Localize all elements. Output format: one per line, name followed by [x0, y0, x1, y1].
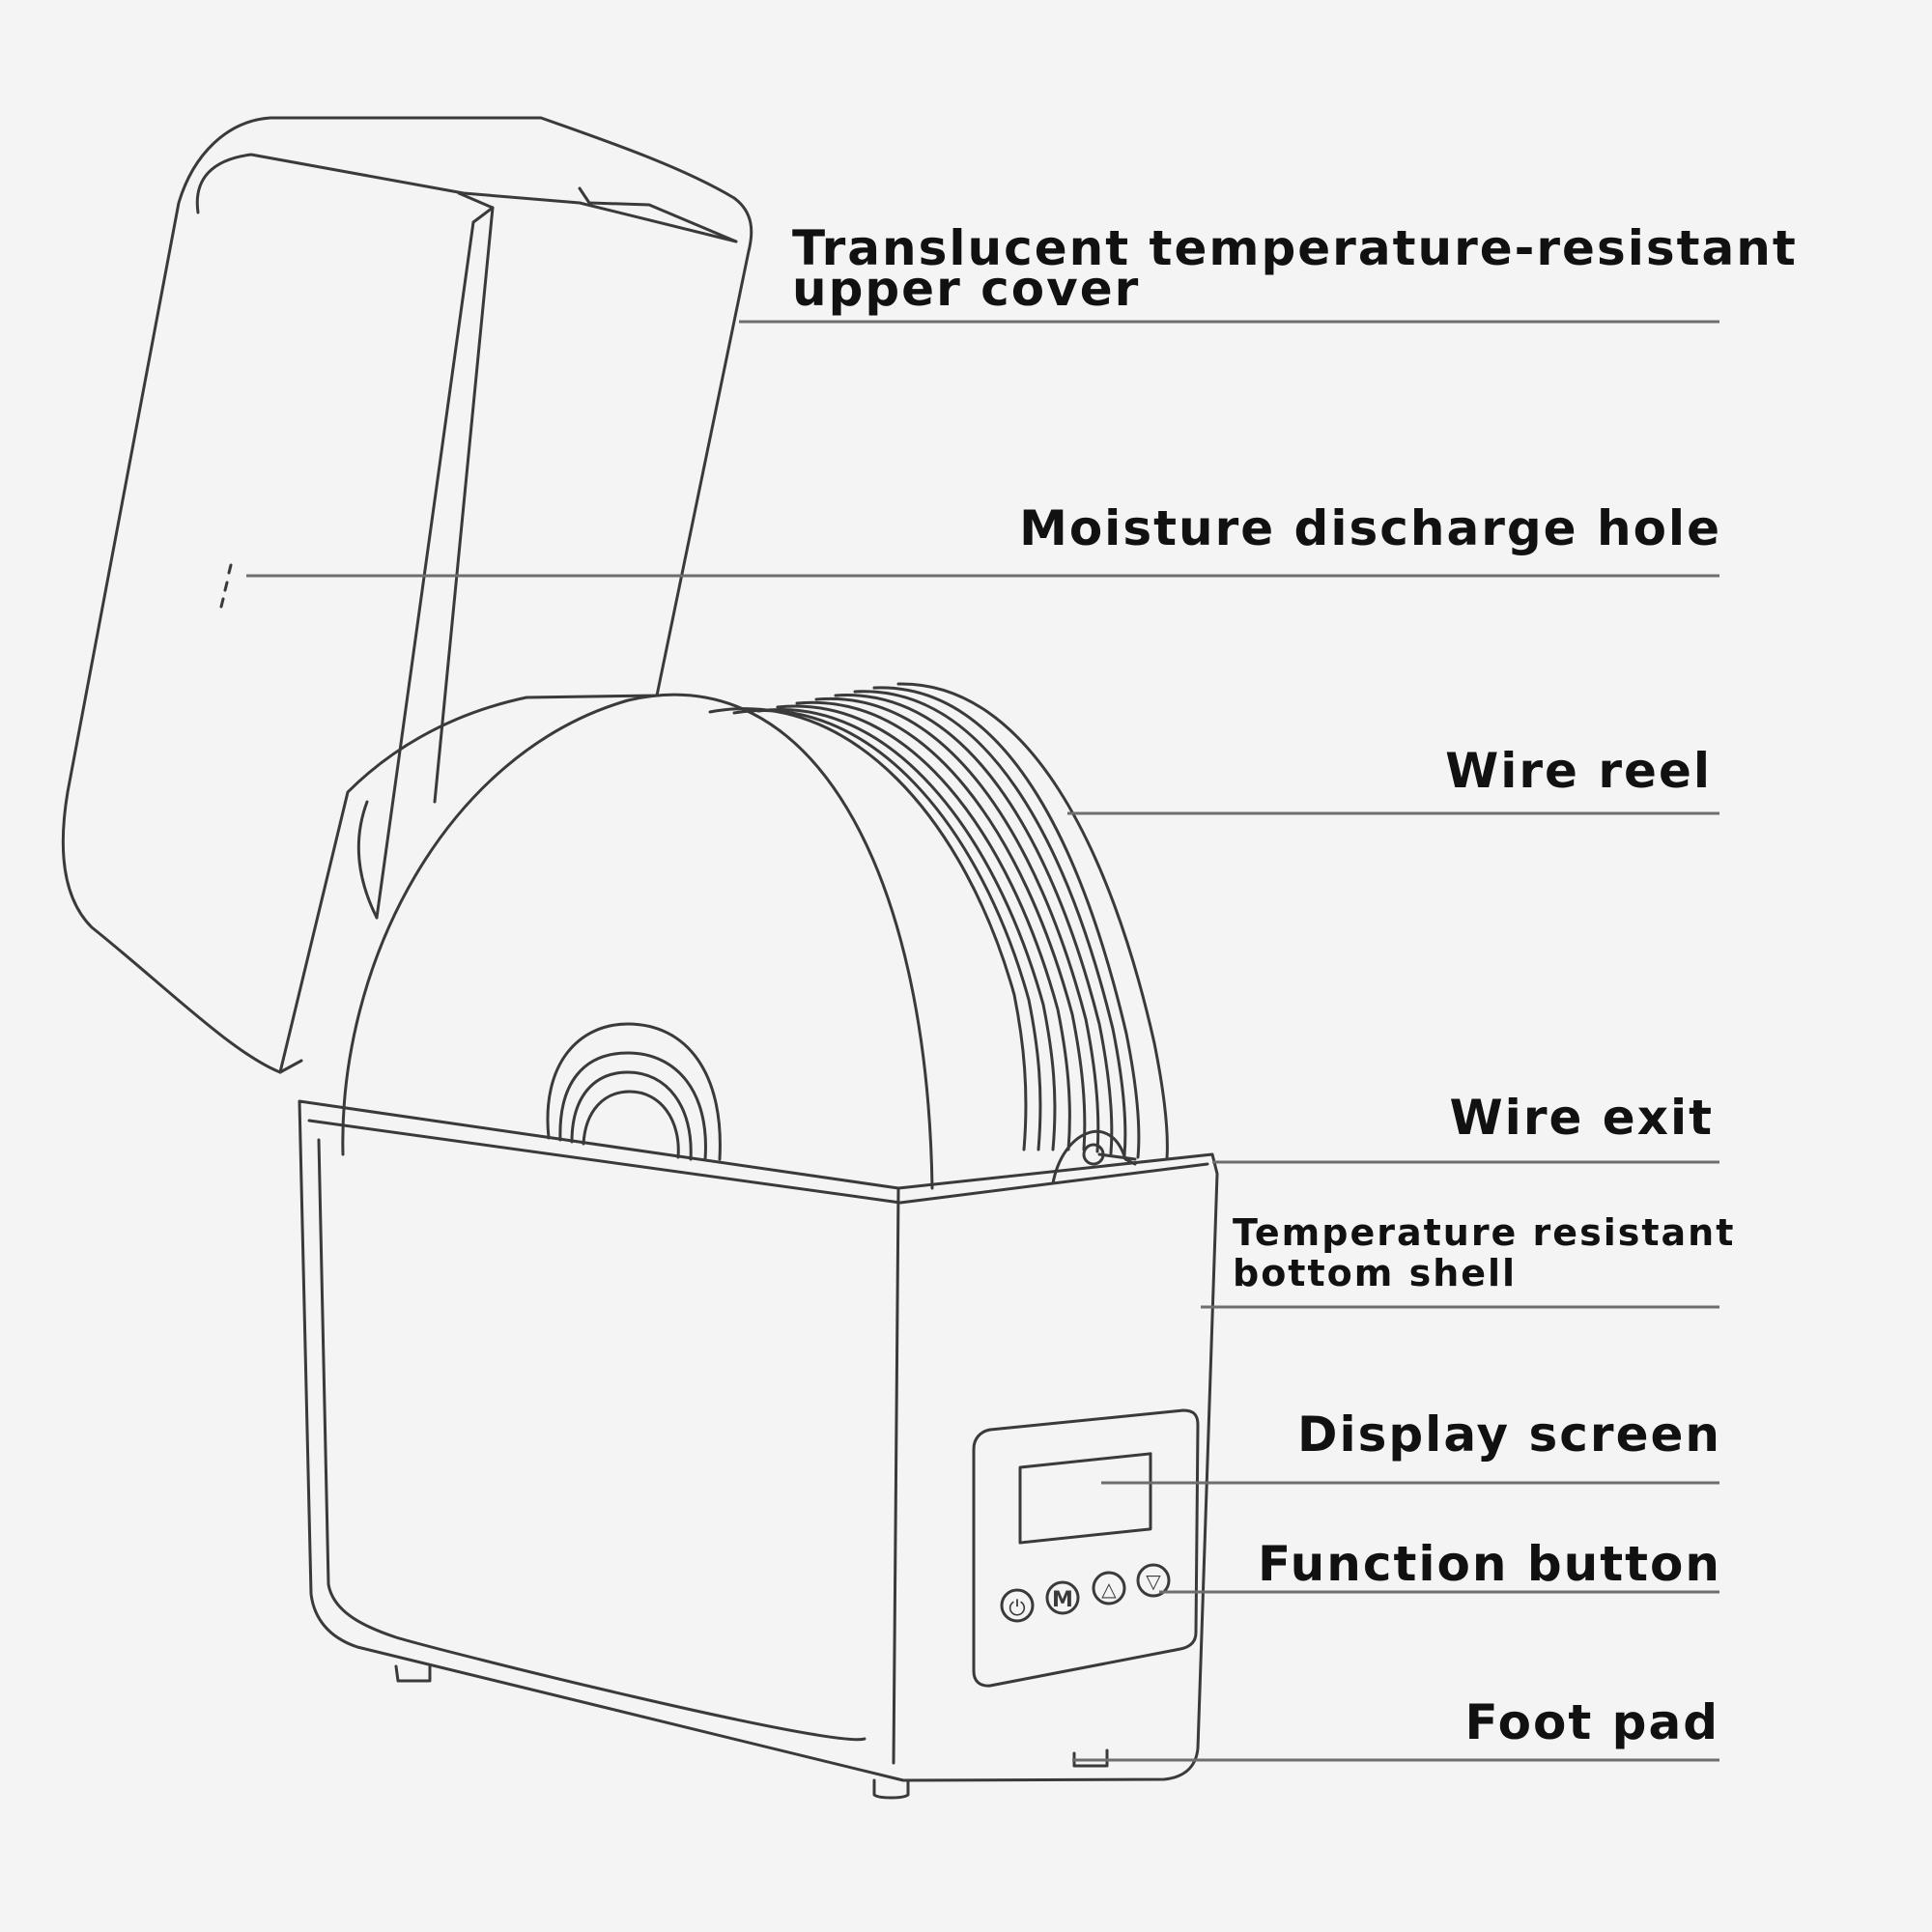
up-button-outline[interactable] [1092, 1571, 1126, 1605]
label-bottom-shell-line-1: Temperature resistant [1233, 1211, 1736, 1254]
upper-cover-lid [61, 116, 753, 1074]
label-function-button: Function button [1257, 1536, 1721, 1592]
mode-button-glyph: M [1052, 1588, 1073, 1612]
label-display-screen: Display screen [1296, 1406, 1721, 1463]
label-wire-reel: Wire reel [1445, 743, 1712, 799]
display-screen [1018, 1452, 1152, 1545]
label-bottom-shell: Temperature resistant bottom shell [1233, 1214, 1735, 1292]
down-button-glyph: ▽ [1146, 1570, 1161, 1593]
up-button-glyph: △ [1101, 1577, 1117, 1601]
down-button-outline[interactable] [1136, 1563, 1171, 1598]
label-wire-exit: Wire exit [1449, 1090, 1714, 1146]
bottom-shell [298, 1099, 1219, 1782]
label-upper-cover-line-1: Translucent temperature-resistant [792, 220, 1798, 276]
label-bottom-shell-line-2: bottom shell [1233, 1252, 1518, 1294]
wire-reel [341, 682, 1169, 1190]
power-button-glyph: ⏻ [1009, 1597, 1025, 1621]
moisture-hole-dots [219, 563, 233, 609]
label-foot-pad: Foot pad [1464, 1694, 1719, 1750]
foot-pads [394, 1664, 1109, 1800]
power-button-outline[interactable] [1000, 1588, 1035, 1623]
control-panel [972, 1408, 1200, 1688]
label-upper-cover: Translucent temperature-resistant upper … [792, 224, 1798, 313]
label-moisture-hole: Moisture discharge hole [1019, 500, 1721, 556]
function-buttons[interactable] [1000, 1563, 1171, 1623]
mode-button-outline[interactable] [1045, 1580, 1080, 1615]
label-upper-cover-line-2: upper cover [792, 261, 1141, 317]
